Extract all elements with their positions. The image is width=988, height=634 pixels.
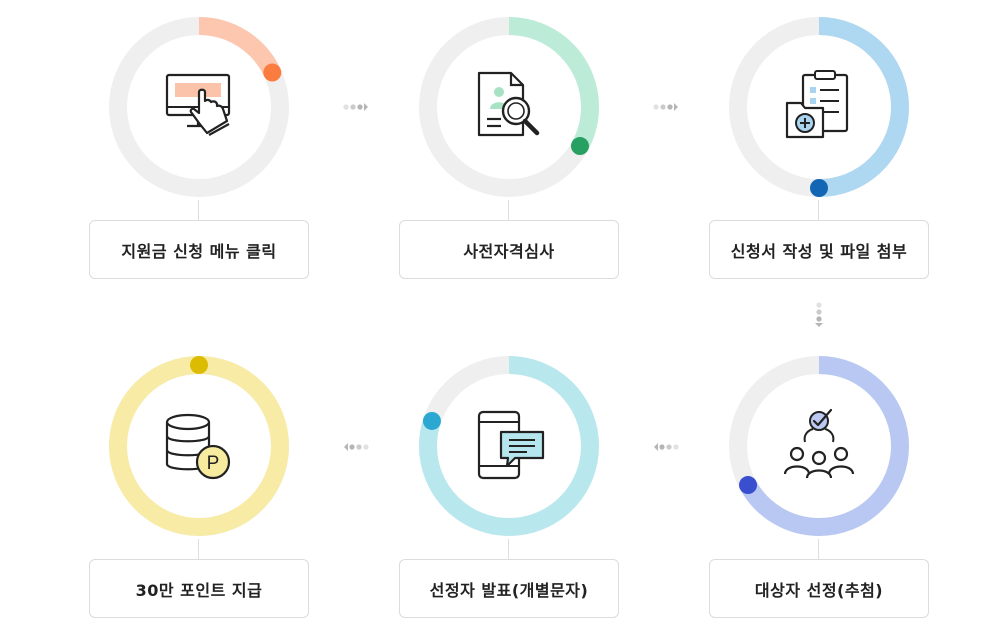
connector-line [818,200,819,220]
coins-point-icon: P [161,408,237,484]
step-label: 대상자 선정(추첨) [709,559,929,618]
step-label: 신청서 작성 및 파일 첨부 [709,220,929,279]
step-6: P 30만 포인트 지급 [89,353,309,629]
progress-dot [422,411,441,430]
progress-dot [570,137,589,156]
progress-ring-4 [726,353,912,539]
progress-ring-5 [416,353,602,539]
progress-arc [419,356,599,536]
connector-line [818,539,819,559]
clipboard-folder-icon [781,69,857,145]
progress-dot [190,356,208,374]
connector-line [508,539,509,559]
step-5: 선정자 발표(개별문자) [399,353,619,629]
step-1: 지원금 신청 메뉴 클릭 [89,14,309,290]
arrow-down-icon [812,301,826,329]
step-label: 지원금 신청 메뉴 클릭 [89,220,309,279]
progress-ring-1 [106,14,292,200]
step-2: 사전자격심사 [399,14,619,290]
progress-ring-6: P [106,353,292,539]
arrow-right-icon [652,99,680,113]
progress-dot [810,179,828,197]
step-label: 선정자 발표(개별문자) [399,559,619,618]
step-4: 대상자 선정(추첨) [709,353,929,629]
connector-line [508,200,509,220]
step-3: 신청서 작성 및 파일 첨부 [709,14,929,290]
step-label: 30만 포인트 지급 [89,559,309,618]
group-check-icon [781,408,857,484]
connector-line [198,200,199,220]
progress-ring-2 [416,14,602,200]
phone-message-icon [471,408,547,484]
progress-ring-3 [726,14,912,200]
connector-line [198,539,199,559]
arrow-left-icon [342,439,370,453]
point-badge: P [207,453,220,474]
arrow-left-icon [652,439,680,453]
progress-dot [739,476,758,495]
progress-dot [263,63,282,82]
computer-click-icon [161,69,237,145]
progress-arc [109,17,289,197]
document-search-icon [471,69,547,145]
step-label: 사전자격심사 [399,220,619,279]
progress-arc [729,356,909,536]
arrow-right-icon [342,99,370,113]
progress-arc [419,17,599,197]
